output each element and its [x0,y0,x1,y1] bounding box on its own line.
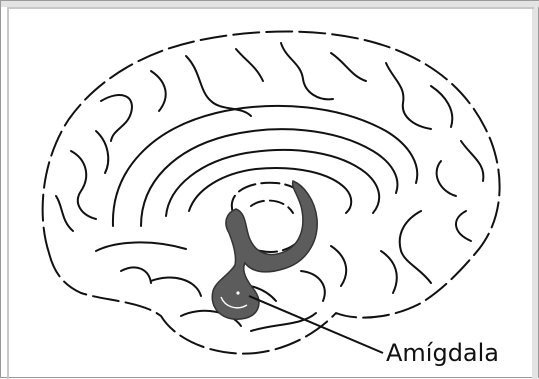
sulcus [461,141,483,181]
sulcus [281,43,333,99]
hippocampus-tail [212,181,317,319]
sulcus [236,49,263,81]
corpus-callosum-inner [189,168,351,213]
sulcus [151,277,201,296]
sulcus [186,56,251,116]
sulcus [456,211,471,241]
sulcus [386,63,431,129]
sulcus [331,53,366,81]
sulcus [431,86,452,127]
sulcus [331,246,346,286]
cingulate-inner [141,129,397,226]
sulcus [437,161,456,196]
sulcus [56,196,73,231]
amygdala-leader-line [249,296,383,353]
amygdala-label: Amígdala [386,339,499,367]
thalamus-inner [251,201,293,213]
sulcus [121,267,151,283]
sulcus [400,211,431,283]
sulcus [96,242,186,251]
cingulate-outer [113,106,417,226]
sulcus [301,271,325,301]
amygdala-structure [212,181,317,319]
sulcus [381,251,397,293]
amygdala-spot [236,291,239,294]
sulcus [71,151,96,219]
sulcus [251,313,316,331]
sulcus [151,71,166,111]
sulcus [101,95,132,141]
sulcus [96,131,108,173]
